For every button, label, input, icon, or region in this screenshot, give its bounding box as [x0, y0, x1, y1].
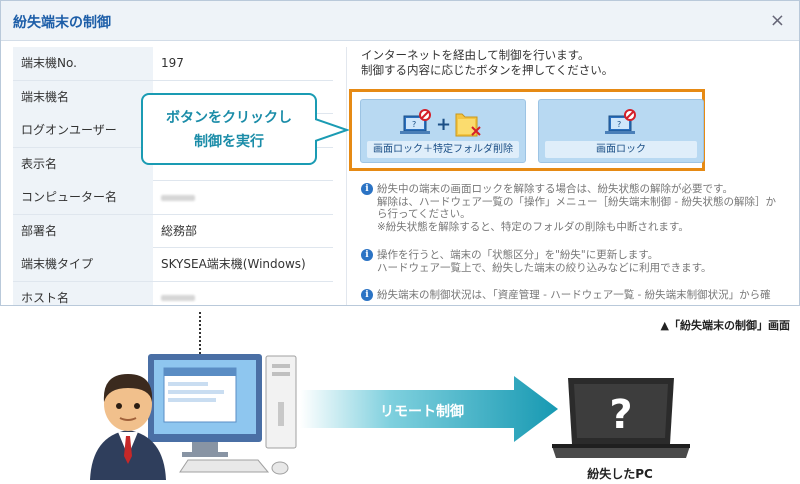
info-row-device-type: 端末機タイプ SKYSEA端末機(Windows) — [13, 248, 333, 282]
lock-plus-folder-icons: ? + — [361, 108, 525, 138]
button-label: 画面ロック — [545, 141, 697, 158]
question-mark-icon: ? — [609, 392, 632, 438]
info-row-device-no: 端末機No. 197 — [13, 47, 333, 81]
pc-lock-icon: ? — [605, 109, 636, 134]
lock-icon-group: ? — [539, 108, 703, 138]
info-label: 端末機タイプ — [13, 248, 153, 281]
info-label: ログオンユーザー — [13, 114, 153, 147]
redacted-value — [161, 295, 195, 301]
instructions-text: インターネットを経由して制御を行います。 制御する内容に応じたボタンを押してくだ… — [361, 48, 613, 78]
info-value: SKYSEA端末機(Windows) — [161, 257, 306, 271]
callout-line-2: 制御を実行 — [194, 134, 264, 150]
info-row-department: 部署名 総務部 — [13, 214, 333, 248]
info-label: 端末機No. — [13, 47, 153, 80]
info-label: 表示名 — [13, 147, 153, 181]
info-row-host-name: ホスト名 — [13, 281, 333, 306]
instructions-line-2: 制御する内容に応じたボタンを押してください。 — [361, 63, 614, 77]
info-row-computer-name: コンピューター名 — [13, 181, 333, 215]
button-label: 画面ロック＋特定フォルダ削除 — [367, 141, 519, 158]
note-text: 操作を行うと、端末の「状態区分」を"紛失"に更新します。 ハードウェア一覧上で、… — [377, 249, 712, 274]
info-label: コンピューター名 — [13, 181, 153, 214]
info-value: 総務部 — [161, 223, 198, 238]
remote-control-arrow — [300, 376, 558, 442]
info-value-redacted — [161, 181, 195, 214]
svg-text:?: ? — [412, 120, 416, 129]
note-control-status: i 紛失端末の制御状況は、「資産管理 - ハードウェア一覧 - 紛失端末制御状況… — [361, 289, 797, 302]
dialog-title: 紛失端末の制御 — [13, 15, 111, 31]
info-icon: i — [361, 249, 373, 261]
note-text: 紛失端末の制御状況は、「資産管理 - ハードウェア一覧 - 紛失端末制御状況」か… — [377, 289, 771, 301]
note-status-update: i 操作を行うと、端末の「状態区分」を"紛失"に更新します。 ハードウェア一覧上… — [361, 249, 797, 274]
close-icon[interactable]: × — [769, 10, 785, 31]
callout-tail — [315, 118, 349, 142]
figure-caption: ▲「紛失端末の制御」画面 — [660, 319, 790, 332]
info-label: 部署名 — [13, 214, 153, 248]
admin-at-computer-illustration — [90, 354, 297, 480]
info-icon: i — [361, 289, 373, 301]
info-label: 端末機名 — [13, 80, 153, 114]
instruction-callout: ボタンをクリックし 制御を実行 — [141, 93, 317, 165]
lost-laptop-illustration: ? — [552, 378, 690, 458]
screen-lock-and-folder-delete-button[interactable]: ? + 画面ロック＋特定フォルダ削除 — [360, 99, 526, 163]
pc-lock-folder-delete-icon: ? + — [400, 109, 481, 137]
dialog-header: 紛失端末の制御 × — [1, 1, 799, 41]
svg-text:+: + — [436, 114, 451, 135]
action-buttons-highlight: ? + 画面ロック＋特定フォルダ削除 ? — [349, 89, 705, 171]
lost-device-control-dialog: 紛失端末の制御 × 端末機No. 197 端末機名 ログオンユーザー 表示名 コ… — [0, 0, 800, 306]
note-text: 紛失中の端末の画面ロックを解除する場合は、紛失状態の解除が必要です。 解除は、ハ… — [377, 183, 776, 233]
connector-dots — [199, 312, 201, 354]
info-label: ホスト名 — [13, 281, 153, 305]
info-row-display-name: 表示名 — [13, 147, 333, 181]
callout-line-1: ボタンをクリックし — [166, 110, 292, 126]
instructions-line-1: インターネットを経由して制御を行います。 — [361, 48, 590, 62]
info-value-redacted — [161, 282, 195, 306]
remote-control-label: リモート制御 — [380, 404, 464, 420]
info-row-device-name: 端末機名 — [13, 80, 333, 114]
info-icon: i — [361, 183, 373, 195]
redacted-value — [161, 194, 195, 201]
device-info-table: 端末機No. 197 端末機名 ログオンユーザー 表示名 コンピューター名 部署… — [13, 47, 333, 306]
screen-lock-button[interactable]: ? 画面ロック — [538, 99, 704, 163]
note-unlock-info: i 紛失中の端末の画面ロックを解除する場合は、紛失状態の解除が必要です。 解除は… — [361, 183, 797, 233]
lost-pc-label: 紛失したPC — [587, 467, 653, 481]
info-value: 197 — [161, 56, 184, 70]
svg-text:?: ? — [617, 120, 621, 129]
column-divider — [346, 47, 347, 305]
